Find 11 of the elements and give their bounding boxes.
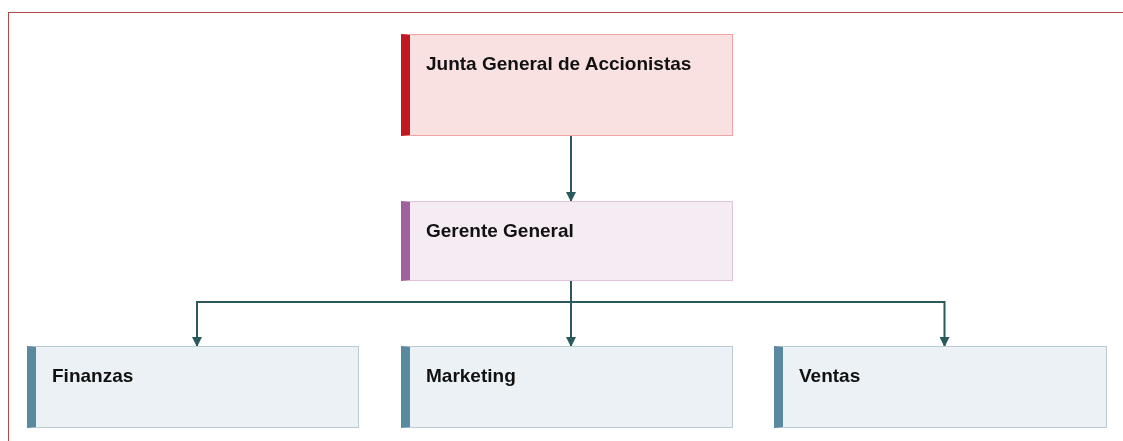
org-box [401,346,733,428]
box-title: Ventas [799,364,862,388]
org-box [27,346,359,428]
box-title: Finanzas [52,364,135,388]
org-box [774,346,1107,428]
connector-arrow [566,135,576,202]
box-title: Marketing [426,364,517,388]
box-title: Junta General de Accionistas [426,52,693,76]
org-box [401,201,733,281]
box-title: Gerente General [426,219,575,243]
org-box [401,34,733,136]
